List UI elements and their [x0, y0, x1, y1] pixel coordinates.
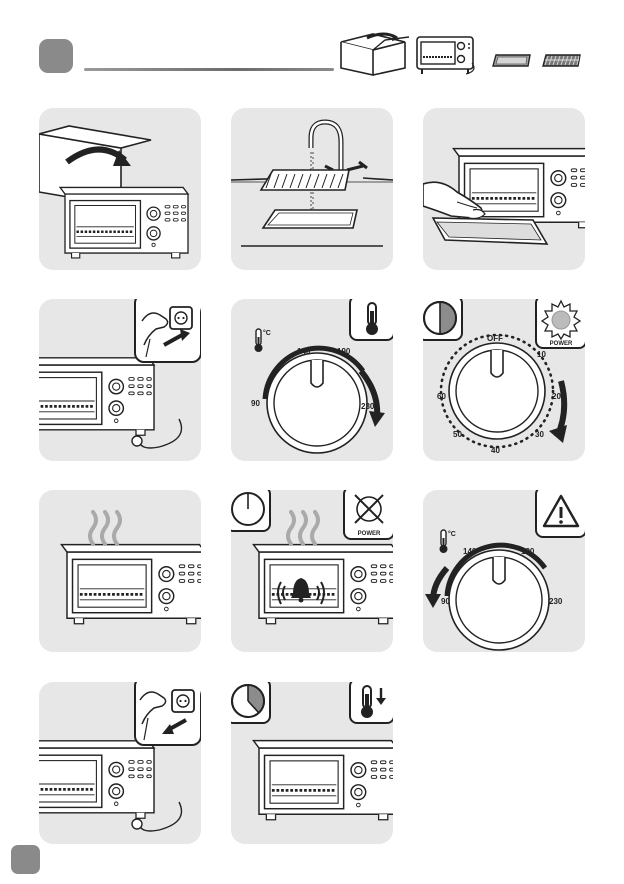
- oven-smoke-illustration: [39, 490, 201, 652]
- timer-tick-60: 60: [437, 392, 446, 401]
- timer-tick-20: 20: [552, 392, 561, 401]
- page-badge-top: [39, 39, 73, 73]
- step-unplug-panel: [39, 682, 201, 844]
- timer-off-label: OFF: [487, 334, 503, 343]
- power-light-off-icon: POWER: [345, 490, 393, 538]
- cool-timer-callout: [231, 682, 271, 724]
- step-wash-accessories-panel: [231, 108, 393, 270]
- step-unpack-panel: [39, 108, 201, 270]
- temp-tick-230: 230: [361, 402, 375, 411]
- temp-tick-190: 190: [337, 347, 351, 356]
- socket-plug-icon: [136, 299, 200, 361]
- step-plug-in-panel: [39, 299, 201, 461]
- temp-tick-140: 140: [463, 547, 477, 556]
- temp-tick-190: 190: [521, 547, 535, 556]
- step-set-temperature-panel: °C 90 140 190 230: [231, 299, 393, 461]
- clock-quarter-icon: [231, 682, 269, 722]
- temp-tick-140: 140: [297, 347, 311, 356]
- temperature-down-callout: [349, 682, 393, 724]
- header-rule: [84, 68, 334, 71]
- power-label-on: POWER: [550, 341, 573, 347]
- thermometer-callout: [349, 299, 393, 341]
- power-label-off: POWER: [358, 531, 381, 537]
- timer-tick-30: 30: [535, 430, 544, 439]
- half-clock-icon: [423, 299, 461, 339]
- temp-tick-90: 90: [441, 597, 450, 606]
- step-set-timer-panel: OFF 10 20 30 40 50 60 POWER: [423, 299, 585, 461]
- power-off-callout: POWER: [343, 490, 393, 540]
- unpack-illustration: [39, 108, 201, 270]
- header-tray-icon: [490, 53, 534, 69]
- thermometer-icon: [351, 299, 393, 339]
- timer-tick-10: 10: [537, 350, 546, 359]
- timer-tick-40: 40: [491, 446, 500, 455]
- timer-empty-callout: [231, 490, 271, 532]
- steam-icon: [288, 512, 318, 544]
- power-on-callout: POWER: [535, 299, 585, 349]
- faucet-wash-illustration: [231, 108, 393, 270]
- header-rack-icon: [540, 53, 584, 69]
- temp-unit-label: °C: [448, 530, 456, 538]
- step-temperature-warning-panel: °C 90 140 190 230: [423, 490, 585, 652]
- timer-callout: [423, 299, 463, 341]
- thermometer-small-icon: [255, 329, 263, 352]
- steam-icon: [90, 512, 120, 544]
- power-light-on-icon: POWER: [537, 299, 585, 347]
- temp-unit-label: °C: [263, 329, 271, 337]
- page-badge-bottom: [11, 845, 40, 874]
- temp-tick-90: 90: [251, 399, 260, 408]
- thermometer-down-icon: [351, 682, 393, 722]
- step-power-off-timer-panel: POWER: [231, 490, 393, 652]
- wipe-oven-illustration: [423, 108, 585, 270]
- warning-callout: [535, 490, 585, 538]
- step-first-use-smoke-panel: [39, 490, 201, 652]
- temp-tick-230: 230: [549, 597, 563, 606]
- plug-in-callout: [134, 299, 201, 363]
- timer-tick-50: 50: [453, 430, 462, 439]
- socket-unplug-icon: [136, 682, 200, 744]
- warning-triangle-icon: [537, 490, 585, 536]
- step-clean-interior-panel: [423, 108, 585, 270]
- header-box-icon: [333, 28, 413, 76]
- step-cool-down-panel: [231, 682, 393, 844]
- clock-empty-icon: [231, 490, 269, 530]
- header-oven-icon: [414, 33, 478, 77]
- thermometer-small-icon: [440, 530, 448, 553]
- unplug-callout: [134, 682, 201, 746]
